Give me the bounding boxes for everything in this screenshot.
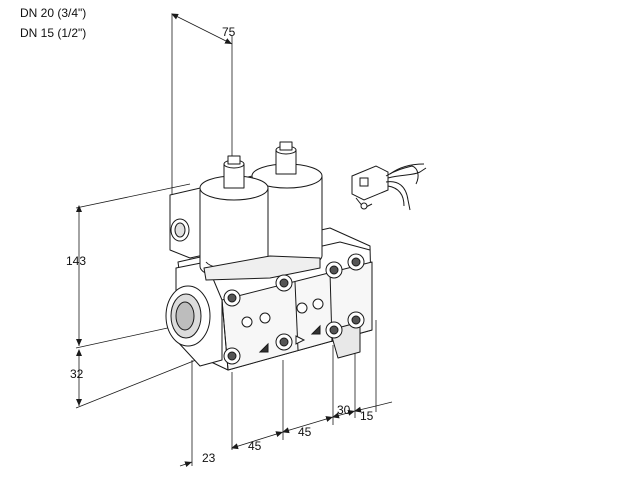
dim-15-label: 15 xyxy=(360,409,374,423)
dim-75-label: 75 xyxy=(222,25,236,39)
dim-30-label: 30 xyxy=(337,403,351,417)
dimension-32 xyxy=(75,349,197,409)
plug-connector-with-cable xyxy=(351,163,427,211)
dim-32-label: 32 xyxy=(70,367,84,381)
valve-bolts xyxy=(223,253,365,365)
dim-23-label: 23 xyxy=(202,451,216,465)
dimension-bottom-lines xyxy=(179,320,393,468)
dim-45b-label: 45 xyxy=(298,425,312,439)
dim-143-label: 143 xyxy=(66,254,86,268)
size-label-dn20: DN 20 (3/4") xyxy=(20,6,87,20)
size-label-dn15: DN 15 (1/2") xyxy=(20,26,87,40)
dim-45a-label: 45 xyxy=(248,439,262,453)
double-solenoid-valve xyxy=(165,141,373,371)
